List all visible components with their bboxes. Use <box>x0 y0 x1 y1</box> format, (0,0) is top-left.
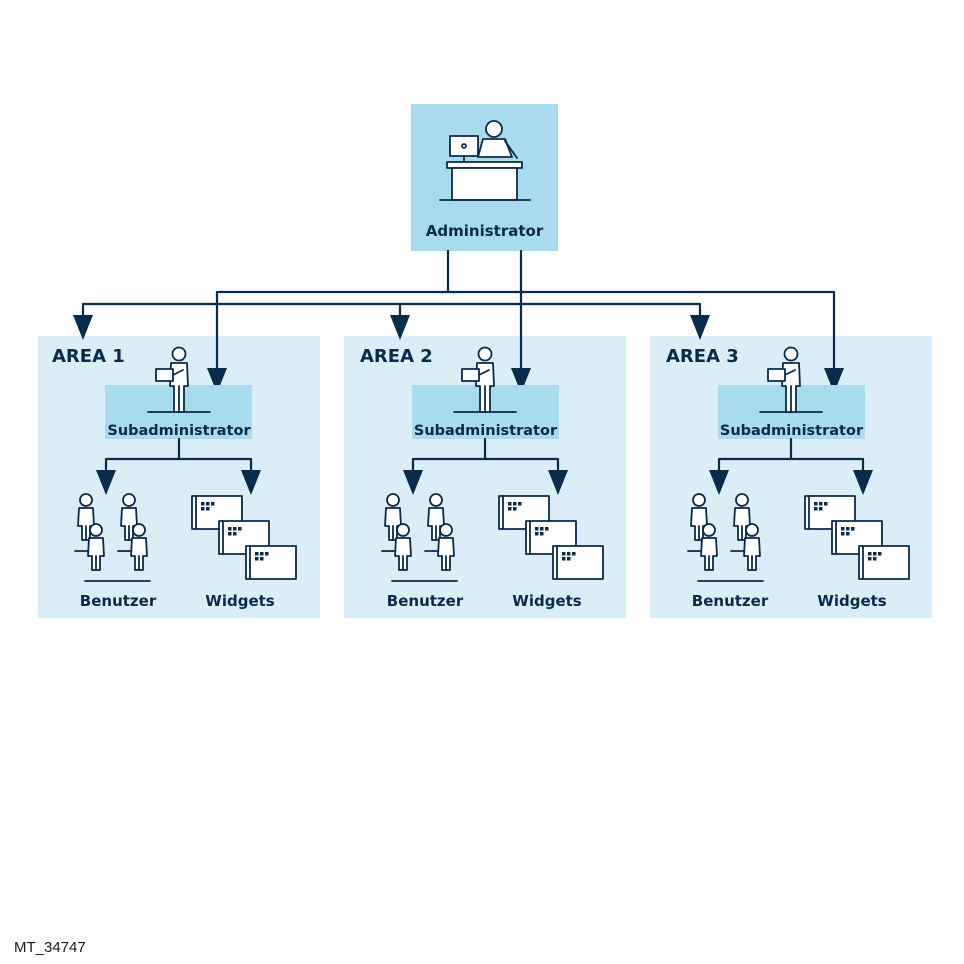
area-1-users-label: Benutzer <box>80 592 157 610</box>
area-2-users-icon <box>381 493 458 582</box>
area-1-subadmin-label: Subadministrator <box>107 423 251 439</box>
area-1-widgets-label: Widgets <box>205 592 275 610</box>
figure-code: MT_34747 <box>14 939 86 956</box>
administrator-label: Administrator <box>426 222 544 240</box>
area-1-users-icon <box>74 493 151 582</box>
area-3-widgets-label: Widgets <box>817 592 887 610</box>
area-3-users-icon <box>687 493 764 582</box>
area-2-users-label: Benutzer <box>387 592 464 610</box>
area-3-users-label: Benutzer <box>692 592 769 610</box>
area-1: AREA 1 Subadministrator Benutzer Widgets <box>52 346 297 610</box>
area-2-subadmin-label: Subadministrator <box>414 423 558 439</box>
area-3-subadmin-label: Subadministrator <box>720 423 864 439</box>
area-2: AREA 2 Subadministrator Benutzer Widgets <box>360 346 604 610</box>
admin-connectors <box>73 249 844 393</box>
administrator-node: Administrator <box>411 104 558 251</box>
area-2-widgets-label: Widgets <box>512 592 582 610</box>
area-1-title: AREA 1 <box>52 346 125 367</box>
administrator-icon <box>439 120 531 201</box>
area-2-title: AREA 2 <box>360 346 433 367</box>
area-3: AREA 3 Subadministrator Benutzer Widgets <box>666 346 910 610</box>
area-3-title: AREA 3 <box>666 346 739 367</box>
